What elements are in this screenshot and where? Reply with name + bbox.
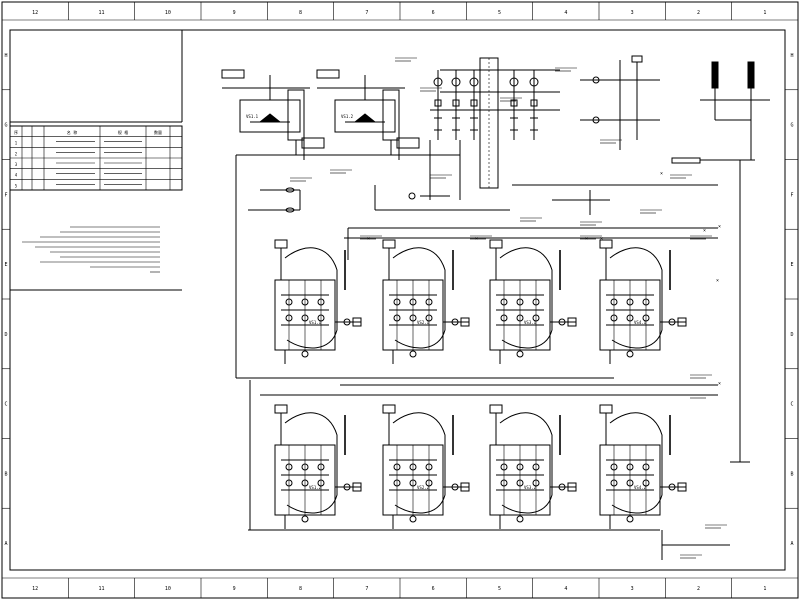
unit-label: VS4.2 [634, 485, 647, 490]
cross-mark: × [660, 171, 663, 177]
top-panel: VS1.1 VS1.2 [221, 55, 770, 200]
cross-mark: × [718, 381, 721, 387]
heater-unit: VS4.2 [599, 404, 687, 529]
legend-table: 序 名 称 规 格 数量 1 2 3 4 5 [9, 125, 183, 191]
row-label: F [790, 192, 793, 198]
cross-mark: × [475, 236, 478, 242]
unit-label: VS1.2 [341, 114, 354, 119]
column-label: 5 [498, 586, 501, 592]
column-label: 3 [631, 10, 634, 16]
column-labels-top: 12 11 10 9 8 7 6 5 4 3 2 1 [32, 10, 766, 16]
column-label: 11 [98, 586, 104, 592]
column-label: 5 [498, 10, 501, 16]
row-label: A [4, 541, 7, 547]
unit-row-2: VS1.2 VS2.2 VS3.2 VS4.2 [274, 404, 687, 529]
row-label: D [4, 332, 7, 338]
column-label: 2 [697, 10, 700, 16]
column-label: 7 [365, 586, 368, 592]
unit-label: VS2.1 [417, 320, 430, 325]
column-label: 4 [564, 10, 567, 16]
column-label: 11 [98, 10, 104, 16]
heater-unit: VS1.1 [274, 239, 362, 364]
row-labels-left: H G F E D C B A [4, 53, 7, 547]
row-label: C [4, 402, 7, 408]
heater-unit: VS2.1 [382, 239, 470, 364]
column-label: 12 [32, 10, 38, 16]
column-label: 1 [763, 10, 766, 16]
heater-unit: VS1.2 [274, 404, 362, 529]
row-label: D [790, 332, 793, 338]
column-label: 12 [32, 586, 38, 592]
legend-cell: 4 [15, 173, 18, 178]
column-label: 10 [165, 10, 171, 16]
column-label: 4 [564, 586, 567, 592]
row-label: G [4, 123, 7, 129]
column-label: 6 [432, 10, 435, 16]
legend-cell: 1 [15, 141, 18, 146]
top-unit: VS1.1 [221, 69, 325, 160]
annotation-marks: × × × × × × × × × [290, 57, 727, 559]
legend-cell: 2 [15, 151, 18, 156]
cross-mark: × [718, 224, 721, 230]
heater-unit: VS4.1 [599, 239, 687, 364]
row-label: B [790, 471, 793, 477]
column-label: 9 [233, 10, 236, 16]
column-label: 7 [365, 10, 368, 16]
row-label: H [790, 53, 793, 59]
unit-label: VS1.2 [309, 485, 322, 490]
cross-mark: × [585, 236, 588, 242]
column-label: 1 [763, 586, 766, 592]
legend-cell: 3 [15, 162, 18, 167]
unit-label: VS3.1 [524, 320, 537, 325]
column-label: 8 [299, 586, 302, 592]
row-label: C [790, 402, 793, 408]
inner-border [9, 29, 786, 571]
row-label: A [790, 541, 793, 547]
column-labels-bottom: 12 11 10 9 8 7 6 5 4 3 2 1 [32, 586, 766, 592]
column-label: 9 [233, 586, 236, 592]
heater-unit: VS2.2 [382, 404, 470, 529]
notes-block [22, 226, 160, 273]
top-unit: VS1.2 [316, 69, 420, 160]
unit-label: VS1.1 [309, 320, 322, 325]
legend-header-cell: 序 [14, 129, 18, 135]
unit-label: VS2.2 [417, 485, 430, 490]
cross-mark: × [600, 236, 603, 242]
legend-header-cell: 规 格 [118, 129, 128, 135]
column-label: 8 [299, 10, 302, 16]
column-label: 2 [697, 586, 700, 592]
column-label: 3 [631, 586, 634, 592]
heater-unit: VS3.1 [489, 239, 577, 364]
unit-label: VS3.2 [524, 485, 537, 490]
legend-cell: 5 [15, 183, 18, 188]
row-labels-right: H G F E D C B A [790, 53, 793, 547]
unit-label: VS1.1 [246, 114, 259, 119]
row-label: E [790, 262, 793, 268]
legend-header-cell: 数量 [154, 129, 162, 135]
legend-header-cell: 名 称 [67, 129, 77, 135]
unit-label: VS4.1 [634, 320, 647, 325]
column-label: 10 [165, 586, 171, 592]
row-label: B [4, 471, 7, 477]
cross-mark: × [703, 228, 706, 234]
wiring [235, 154, 750, 560]
cross-mark: × [367, 236, 370, 242]
row-label: F [4, 192, 7, 198]
cross-mark: × [716, 278, 719, 284]
unit-row-1: VS1.1 VS2.1 VS3.1 VS4.1 [274, 239, 687, 364]
row-label: E [4, 262, 7, 268]
column-label: 6 [432, 586, 435, 592]
heater-unit: VS3.2 [489, 404, 577, 529]
row-label: H [4, 53, 7, 59]
row-label: G [790, 123, 793, 129]
